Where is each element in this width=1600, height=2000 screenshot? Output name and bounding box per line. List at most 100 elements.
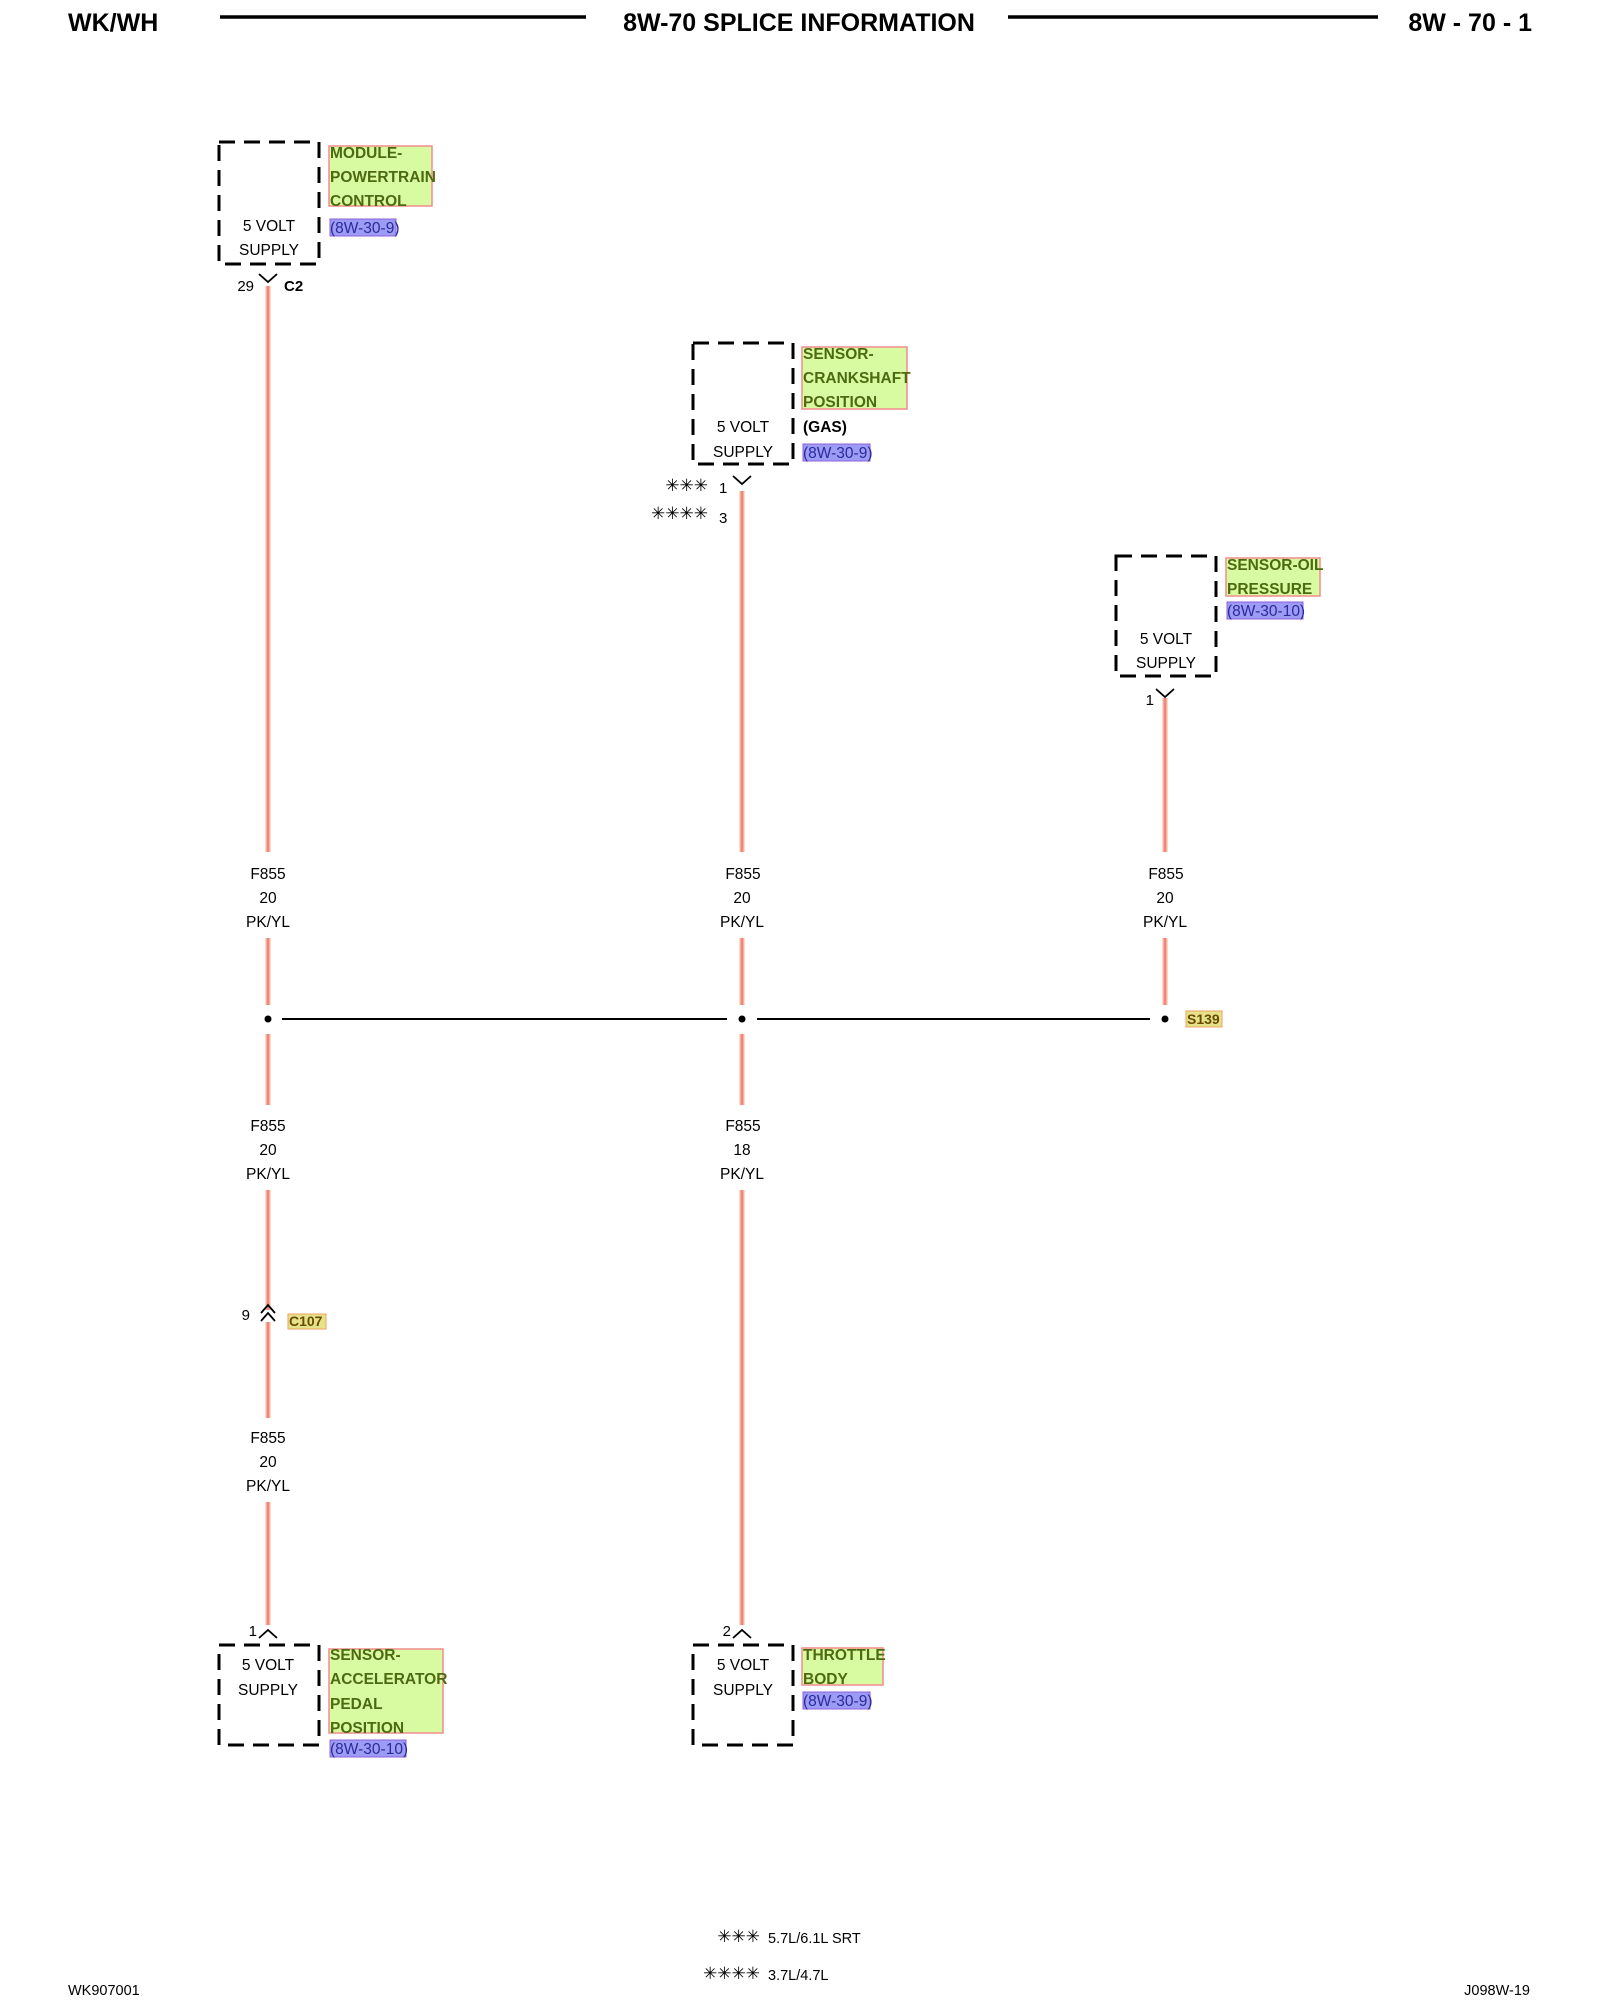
svg-text:SENSOR-: SENSOR- bbox=[330, 1647, 401, 1664]
component-ckp-sensor[interactable]: 5 VOLT SUPPLY SENSOR- CRANKSHAFT POSITIO… bbox=[651, 341, 911, 527]
svg-text:SUPPLY: SUPPLY bbox=[1136, 655, 1196, 672]
component-oil-pressure-sensor[interactable]: 5 VOLT SUPPLY SENSOR-OIL PRESSURE (8W-30… bbox=[1114, 554, 1323, 709]
component-app-sensor[interactable]: 1 5 VOLT SUPPLY SENSOR- ACCELERATOR PEDA… bbox=[217, 1623, 447, 1758]
svg-text:SENSOR-: SENSOR- bbox=[803, 346, 874, 363]
svg-text:5 VOLT: 5 VOLT bbox=[1140, 631, 1193, 648]
svg-text:2: 2 bbox=[723, 1623, 731, 1640]
svg-text:20: 20 bbox=[1156, 890, 1174, 907]
svg-text:20: 20 bbox=[259, 1142, 277, 1159]
connector-symbol-upper bbox=[260, 1303, 276, 1314]
connector-c107[interactable]: 9 C107 bbox=[242, 1303, 327, 1330]
svg-text:PK/YL: PK/YL bbox=[246, 1478, 290, 1495]
splice-s139[interactable]: S139 bbox=[1185, 1010, 1223, 1028]
svg-text:PK/YL: PK/YL bbox=[246, 1166, 290, 1183]
legend-text-3: 5.7L/6.1L SRT bbox=[768, 1931, 861, 1947]
ckp-ref-link[interactable]: (8W-30-9) bbox=[803, 445, 872, 462]
svg-text:18: 18 bbox=[733, 1142, 750, 1159]
splice-node-left[interactable] bbox=[264, 1015, 272, 1023]
svg-text:F855: F855 bbox=[250, 1430, 285, 1447]
splice-label: S139 bbox=[1187, 1011, 1220, 1027]
splice-node-right[interactable] bbox=[1161, 1015, 1169, 1023]
wires bbox=[264, 286, 1169, 1625]
svg-text:5 VOLT: 5 VOLT bbox=[717, 1657, 770, 1674]
oil-dashed-box bbox=[1114, 554, 1218, 678]
header-model: WK/WH bbox=[68, 9, 158, 37]
connector-label: C107 bbox=[289, 1313, 323, 1329]
legend-text-4: 3.7L/4.7L bbox=[768, 1968, 828, 1984]
svg-text:POSITION: POSITION bbox=[330, 1720, 404, 1737]
svg-text:PK/YL: PK/YL bbox=[720, 914, 764, 931]
svg-text:F855: F855 bbox=[725, 866, 760, 883]
pcm-dashed-box bbox=[217, 140, 321, 266]
ckp-pin-symbol bbox=[732, 475, 752, 486]
svg-text:F855: F855 bbox=[1148, 866, 1183, 883]
footer-code: J098W-19 bbox=[1464, 1983, 1530, 1999]
svg-text:PK/YL: PK/YL bbox=[720, 1166, 764, 1183]
svg-text:5 VOLT: 5 VOLT bbox=[717, 419, 770, 436]
app-pin-symbol bbox=[258, 1628, 278, 1639]
page-header: WK/WH 8W-70 SPLICE INFORMATION 8W - 70 -… bbox=[68, 9, 1532, 37]
connector-symbol-lower bbox=[260, 1311, 276, 1322]
svg-text:20: 20 bbox=[733, 890, 751, 907]
splice-node-center[interactable] bbox=[738, 1015, 746, 1023]
svg-text:SUPPLY: SUPPLY bbox=[239, 242, 299, 259]
footer-figure-id: WK907001 bbox=[68, 1983, 140, 1999]
app-dashed-box bbox=[217, 1643, 321, 1747]
svg-text:PEDAL: PEDAL bbox=[330, 1696, 383, 1713]
svg-text:F855: F855 bbox=[250, 1118, 285, 1135]
svg-text:THROTTLE: THROTTLE bbox=[803, 1647, 886, 1664]
svg-text:1: 1 bbox=[249, 1623, 257, 1640]
svg-text:5 VOLT: 5 VOLT bbox=[242, 1657, 295, 1674]
ckp-pin3-stars: ✳✳✳✳ bbox=[651, 504, 708, 524]
svg-text:SUPPLY: SUPPLY bbox=[713, 444, 773, 461]
svg-text:F855: F855 bbox=[725, 1118, 760, 1135]
ckp-pin1-stars: ✳✳✳ bbox=[665, 476, 708, 496]
svg-text:20: 20 bbox=[259, 1454, 277, 1471]
svg-text:29: 29 bbox=[237, 278, 254, 295]
wire-label-center-mid: F855 18 PK/YL bbox=[720, 1118, 764, 1183]
svg-text:1: 1 bbox=[719, 480, 727, 497]
ckp-dashed-box bbox=[691, 341, 795, 466]
svg-text:20: 20 bbox=[259, 890, 277, 907]
page-number: 8W - 70 - 1 bbox=[1408, 9, 1532, 37]
svg-text:POSITION: POSITION bbox=[803, 394, 877, 411]
legend-notes: ✳✳✳ 5.7L/6.1L SRT ✳✳✳✳ 3.7L/4.7L bbox=[703, 1927, 861, 1984]
svg-text:PRESSURE: PRESSURE bbox=[1227, 581, 1312, 598]
pcm-pin-symbol bbox=[258, 273, 278, 284]
svg-text:F855: F855 bbox=[250, 866, 285, 883]
svg-text:CONTROL: CONTROL bbox=[330, 193, 407, 210]
svg-text:POWERTRAIN: POWERTRAIN bbox=[330, 169, 436, 186]
wire-label-pcm-upper: F855 20 PK/YL bbox=[246, 866, 290, 931]
page-title: 8W-70 SPLICE INFORMATION bbox=[623, 9, 975, 37]
component-pcm[interactable]: 5 VOLT SUPPLY MODULE- POWERTRAIN CONTROL… bbox=[217, 140, 436, 295]
svg-text:SUPPLY: SUPPLY bbox=[713, 1682, 773, 1699]
svg-text:BODY: BODY bbox=[803, 1671, 848, 1688]
wire-label-oil-upper: F855 20 PK/YL bbox=[1143, 866, 1187, 931]
pcm-ref-link[interactable]: (8W-30-9) bbox=[330, 220, 399, 237]
tb-pin-symbol bbox=[732, 1628, 752, 1639]
svg-text:SUPPLY: SUPPLY bbox=[238, 1682, 298, 1699]
tb-dashed-box bbox=[691, 1643, 795, 1747]
svg-text:PK/YL: PK/YL bbox=[246, 914, 290, 931]
svg-text:SENSOR-OIL: SENSOR-OIL bbox=[1227, 557, 1323, 574]
component-throttle-body[interactable]: 2 5 VOLT SUPPLY THROTTLE BODY (8W-30-9) bbox=[691, 1623, 886, 1747]
svg-text:MODULE-: MODULE- bbox=[330, 145, 402, 162]
tb-ref-link[interactable]: (8W-30-9) bbox=[803, 1693, 872, 1710]
oil-ref-link[interactable]: (8W-30-10) bbox=[1227, 603, 1305, 620]
svg-text:5 VOLT: 5 VOLT bbox=[243, 218, 296, 235]
connector-pin: 9 bbox=[242, 1307, 250, 1324]
svg-text:ACCELERATOR: ACCELERATOR bbox=[330, 1671, 447, 1688]
svg-text:C2: C2 bbox=[284, 278, 303, 295]
legend-stars-3: ✳✳✳ bbox=[717, 1927, 760, 1947]
app-ref-link[interactable]: (8W-30-10) bbox=[330, 1741, 408, 1758]
legend-stars-4: ✳✳✳✳ bbox=[703, 1964, 760, 1984]
wire-label-ckp-upper: F855 20 PK/YL bbox=[720, 866, 764, 931]
wire-label-left-lower: F855 20 PK/YL bbox=[246, 1430, 290, 1495]
oil-pin-symbol bbox=[1155, 688, 1175, 699]
ckp-qualifier: (GAS) bbox=[803, 419, 847, 436]
svg-text:CRANKSHAFT: CRANKSHAFT bbox=[803, 370, 911, 387]
wire-label-left-mid: F855 20 PK/YL bbox=[246, 1118, 290, 1183]
svg-text:1: 1 bbox=[1146, 692, 1154, 709]
svg-text:PK/YL: PK/YL bbox=[1143, 914, 1187, 931]
